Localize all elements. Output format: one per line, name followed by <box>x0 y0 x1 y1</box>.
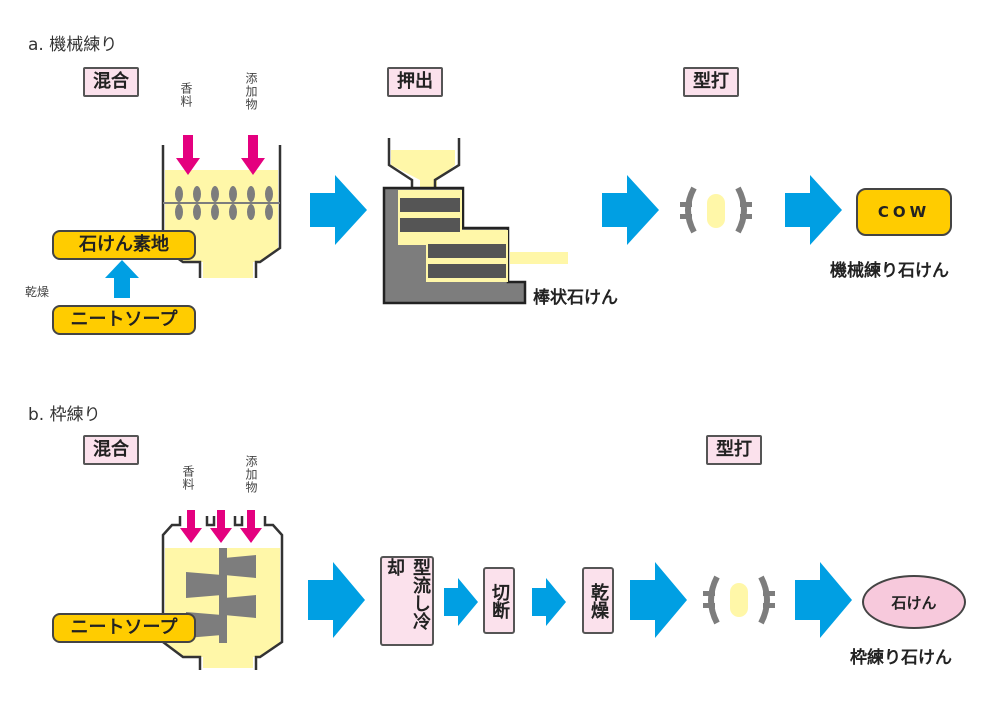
product-name-a: 機械練り石けん <box>830 261 949 281</box>
stage-label-stamp-b: 型打 <box>706 435 762 465</box>
stage-label-mix-b: 混合 <box>83 435 139 465</box>
flow-arrow-b-3 <box>532 578 566 626</box>
neat-soap-pill-a: ニートソープ <box>52 305 196 335</box>
extruded-bar <box>510 252 568 264</box>
screw-conveyor-upper <box>400 198 460 232</box>
mixer-paddles-a <box>175 186 273 220</box>
input-arrow-additive-a <box>241 135 265 175</box>
section-b-title: b. 枠練り <box>28 405 101 425</box>
input-additive-b: 添加物 <box>244 455 258 494</box>
product-soap-cow: COW <box>856 188 952 236</box>
flow-arrow-b-4 <box>630 562 687 638</box>
bar-soap-label: 棒状石けん <box>533 288 618 308</box>
input-arrow-fragrance-b <box>180 510 202 543</box>
flow-arrow-a-2 <box>602 175 659 245</box>
step-dry: 乾燥 <box>582 567 614 634</box>
extruder-machine <box>382 138 568 305</box>
flow-arrow-a-1 <box>310 175 367 245</box>
neat-soap-pill-b: ニートソープ <box>52 613 196 643</box>
section-a-title: a. 機械練り <box>28 35 118 55</box>
flow-arrow-b-5 <box>795 562 852 638</box>
product-soap-frame: 石けん <box>862 575 966 629</box>
input-arrow-additive-b <box>240 510 262 543</box>
input-arrow-middle-b <box>210 510 232 543</box>
step-cut: 切断 <box>483 567 515 634</box>
input-fragrance-a: 香料 <box>179 82 193 108</box>
flow-arrow-a-3 <box>785 175 842 245</box>
product-name-b: 枠練り石けん <box>850 648 952 668</box>
stage-label-extrude-a: 押出 <box>387 67 443 97</box>
screw-conveyor-lower <box>428 244 506 278</box>
input-fragrance-b: 香料 <box>181 465 195 491</box>
drying-arrow-a <box>105 260 139 298</box>
input-arrow-fragrance-a <box>176 135 200 175</box>
flow-arrow-b-1 <box>308 562 365 638</box>
input-additive-a: 添加物 <box>244 72 258 111</box>
stamp-die-b <box>703 575 775 625</box>
base-material-pill: 石けん素地 <box>52 230 196 260</box>
flow-arrow-b-2 <box>444 578 478 626</box>
agitator-shaft-b <box>219 548 227 643</box>
step-pour-cool: 型流し冷却 <box>380 556 434 646</box>
drying-label-a: 乾燥 <box>25 285 50 299</box>
stage-label-stamp-a: 型打 <box>683 67 739 97</box>
stage-label-mix-a: 混合 <box>83 67 139 97</box>
stamp-die-a <box>680 186 752 234</box>
